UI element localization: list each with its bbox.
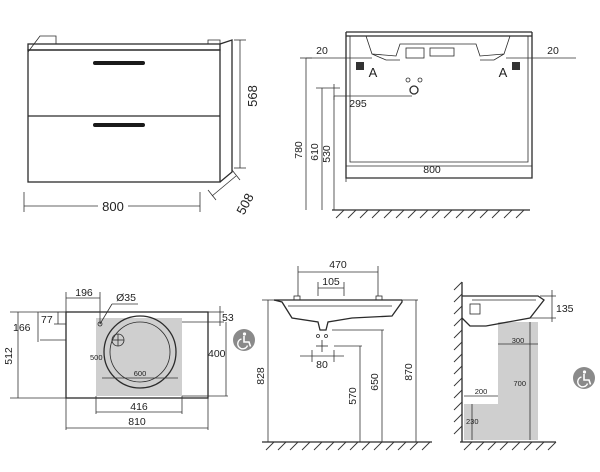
dim-200: 200 <box>475 387 488 396</box>
dim-105: 105 <box>322 276 340 288</box>
dim-20-left: 20 <box>316 45 328 57</box>
wheelchair-icon-side-view <box>572 366 596 390</box>
dim-80: 80 <box>316 359 328 371</box>
dim-400: 400 <box>208 348 226 360</box>
dim-230: 230 <box>466 417 479 426</box>
dim-500: 500 <box>90 353 103 362</box>
dim-610: 610 <box>309 143 321 161</box>
dim-300: 300 <box>512 336 525 345</box>
dim-650: 650 <box>369 373 381 391</box>
wheelchair-icon-top-view <box>232 328 256 352</box>
dim-diameter-35: Ø35 <box>116 292 136 304</box>
top-view: 500 600 196 Ø35 53 166 77 512 400 <box>3 287 256 430</box>
dim-20-right: 20 <box>547 45 559 57</box>
basin-front-view: 470 105 80 828 570 650 870 <box>255 259 432 451</box>
dim-870: 870 <box>403 363 415 381</box>
section-view: A A 20 20 295 780 610 530 800 <box>293 31 576 219</box>
dim-470: 470 <box>329 259 347 271</box>
dim-530: 530 <box>321 145 333 163</box>
front-height-label: 568 <box>245 85 260 107</box>
basin-side-view: 135 300 700 200 230 <box>453 281 596 451</box>
dim-166: 166 <box>13 322 31 334</box>
dim-416: 416 <box>130 401 148 413</box>
front-depth-label: 508 <box>233 191 256 217</box>
dim-700: 700 <box>513 379 526 388</box>
section-marker-right: A <box>499 65 508 80</box>
front-view: 800 508 568 <box>23 35 260 217</box>
section-marker-left: A <box>369 65 378 80</box>
dim-53: 53 <box>222 312 234 324</box>
dim-295: 295 <box>349 98 367 110</box>
dim-570: 570 <box>347 387 359 405</box>
dim-800: 800 <box>423 164 441 176</box>
dim-512: 512 <box>3 347 15 365</box>
dim-600: 600 <box>134 369 147 378</box>
dim-135: 135 <box>556 303 574 315</box>
dim-77: 77 <box>41 314 53 326</box>
dim-828: 828 <box>255 367 267 385</box>
dim-780: 780 <box>293 141 305 159</box>
dim-810: 810 <box>128 416 146 428</box>
dim-196: 196 <box>75 287 93 299</box>
front-width-label: 800 <box>102 199 124 214</box>
